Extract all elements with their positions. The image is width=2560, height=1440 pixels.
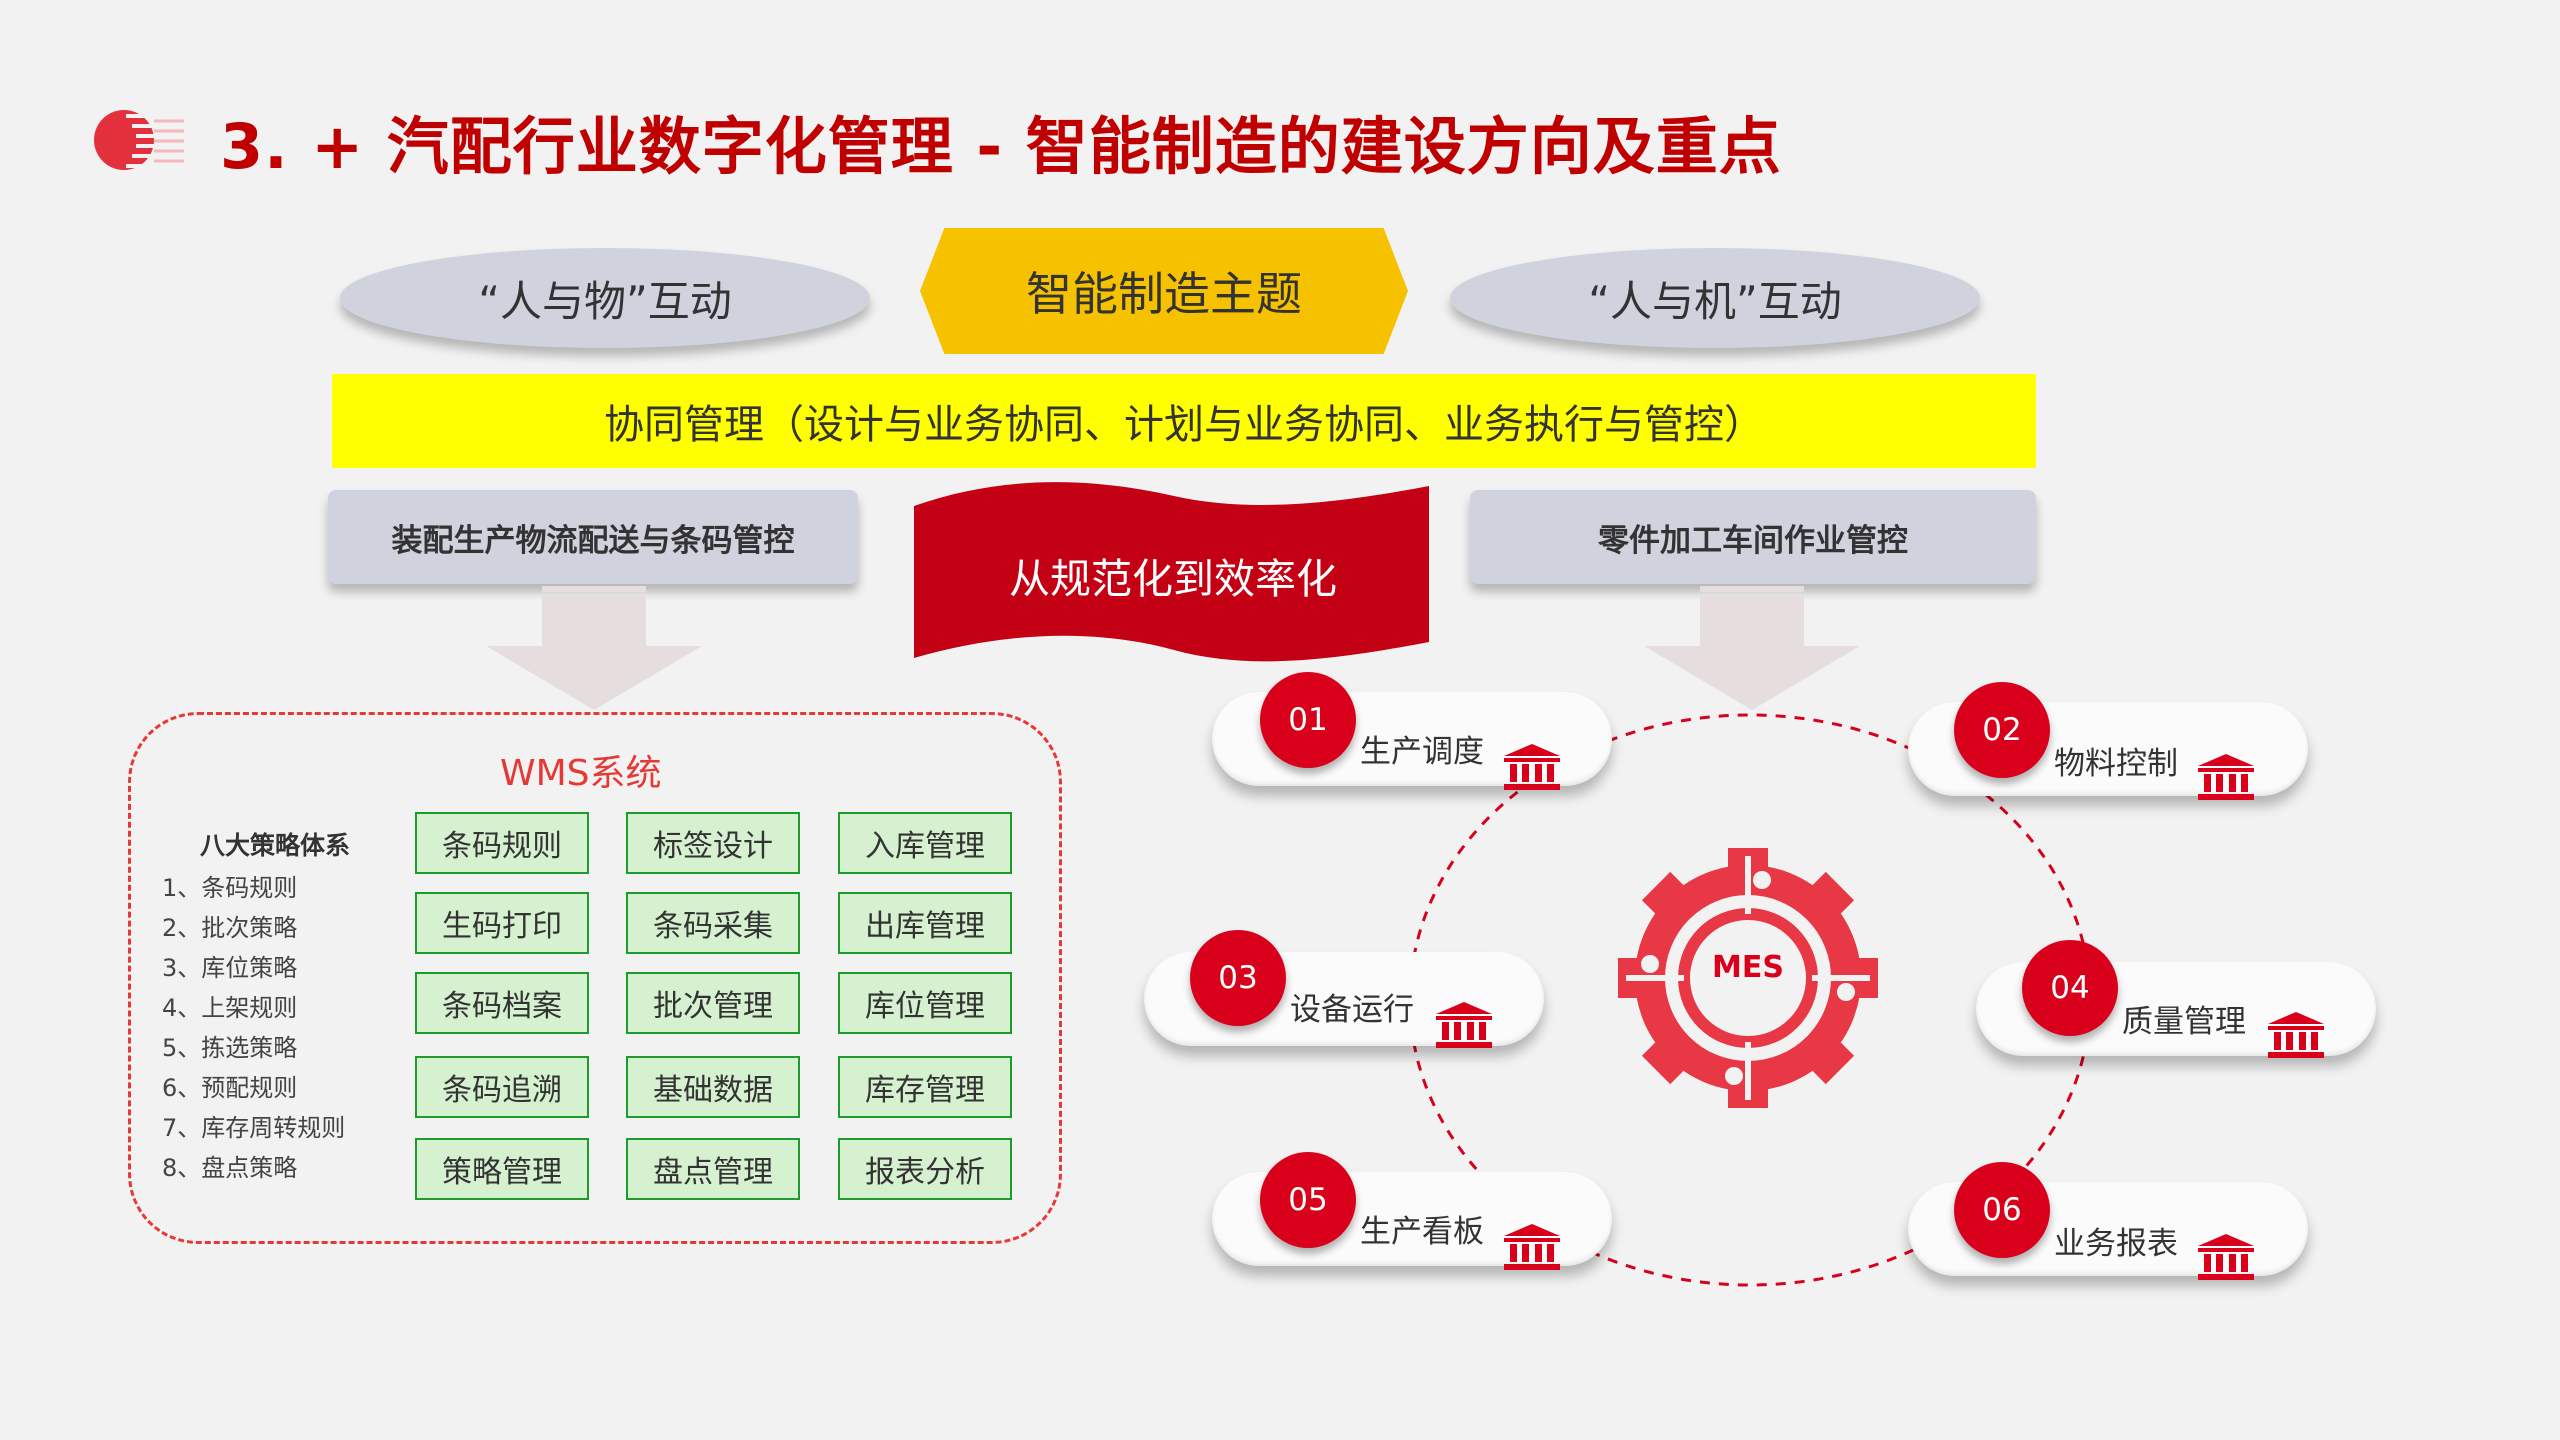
module-basic-data[interactable]: 基础数据 [626, 1056, 800, 1118]
logo-icon [94, 110, 186, 170]
module-barcode-collect[interactable]: 条码采集 [626, 892, 800, 954]
strategy-item: 1、条码规则 [162, 874, 298, 902]
strategy-item: 2、批次策略 [162, 914, 298, 942]
institution-icon [2268, 1012, 2324, 1058]
module-batch[interactable]: 批次管理 [626, 972, 800, 1034]
wave-banner [914, 482, 1429, 662]
mes-item-label: 生产调度 [1360, 734, 1484, 770]
strategy-item: 3、库位策略 [162, 954, 298, 982]
badge-03: 03 [1190, 930, 1286, 1026]
module-inventory[interactable]: 库存管理 [838, 1056, 1012, 1118]
strategy-item: 8、盘点策略 [162, 1154, 298, 1182]
collab-bar: 协同管理（设计与业务协同、计划与业务协同、业务执行与管控） [332, 374, 2036, 468]
module-location[interactable]: 库位管理 [838, 972, 1012, 1034]
module-code-print[interactable]: 生码打印 [415, 892, 589, 954]
mes-item-label: 物料控制 [2054, 746, 2178, 782]
down-arrow-left [486, 586, 702, 710]
strategy-item: 6、预配规则 [162, 1074, 298, 1102]
strategy-title: 八大策略体系 [200, 831, 351, 860]
module-strategy[interactable]: 策略管理 [415, 1138, 589, 1200]
oval-human-machine: “人与机”互动 [1450, 248, 1980, 348]
module-barcode-rules[interactable]: 条码规则 [415, 812, 589, 874]
machining-box: 零件加工车间作业管控 [1470, 490, 2036, 584]
module-inbound[interactable]: 入库管理 [838, 812, 1012, 874]
banner-text: 从规范化到效率化 [1009, 555, 1337, 603]
mes-item-label: 设备运行 [1290, 992, 1414, 1028]
badge-01: 01 [1260, 672, 1356, 768]
down-arrow-right [1644, 586, 1860, 710]
mes-gear-icon [1618, 848, 1878, 1108]
page-title: 3. + 汽配行业数字化管理 - 智能制造的建设方向及重点 [220, 110, 1782, 183]
module-outbound[interactable]: 出库管理 [838, 892, 1012, 954]
institution-icon [1504, 744, 1560, 790]
mes-item-label: 质量管理 [2122, 1004, 2246, 1040]
theme-hexagon: 智能制造主题 [920, 228, 1408, 354]
module-barcode-trace[interactable]: 条码追溯 [415, 1056, 589, 1118]
oval-human-object: “人与物”互动 [340, 248, 870, 348]
module-label-design[interactable]: 标签设计 [626, 812, 800, 874]
mes-item-label: 业务报表 [2054, 1226, 2178, 1262]
strategy-item: 4、上架规则 [162, 994, 298, 1022]
assembly-box: 装配生产物流配送与条码管控 [328, 490, 858, 584]
institution-icon [1436, 1002, 1492, 1048]
badge-04: 04 [2022, 940, 2118, 1036]
institution-icon [2198, 1234, 2254, 1280]
strategy-item: 7、库存周转规则 [162, 1114, 346, 1142]
institution-icon [1504, 1224, 1560, 1270]
mes-item-label: 生产看板 [1360, 1214, 1484, 1250]
module-stocktake[interactable]: 盘点管理 [626, 1138, 800, 1200]
institution-icon [2198, 754, 2254, 800]
wms-panel [128, 712, 1062, 1244]
badge-02: 02 [1954, 682, 2050, 778]
strategy-item: 5、拣选策略 [162, 1034, 298, 1062]
mes-label: MES [1712, 950, 1784, 985]
module-report[interactable]: 报表分析 [838, 1138, 1012, 1200]
wms-title: WMS系统 [500, 753, 662, 794]
badge-05: 05 [1260, 1152, 1356, 1248]
badge-06: 06 [1954, 1162, 2050, 1258]
module-barcode-archive[interactable]: 条码档案 [415, 972, 589, 1034]
